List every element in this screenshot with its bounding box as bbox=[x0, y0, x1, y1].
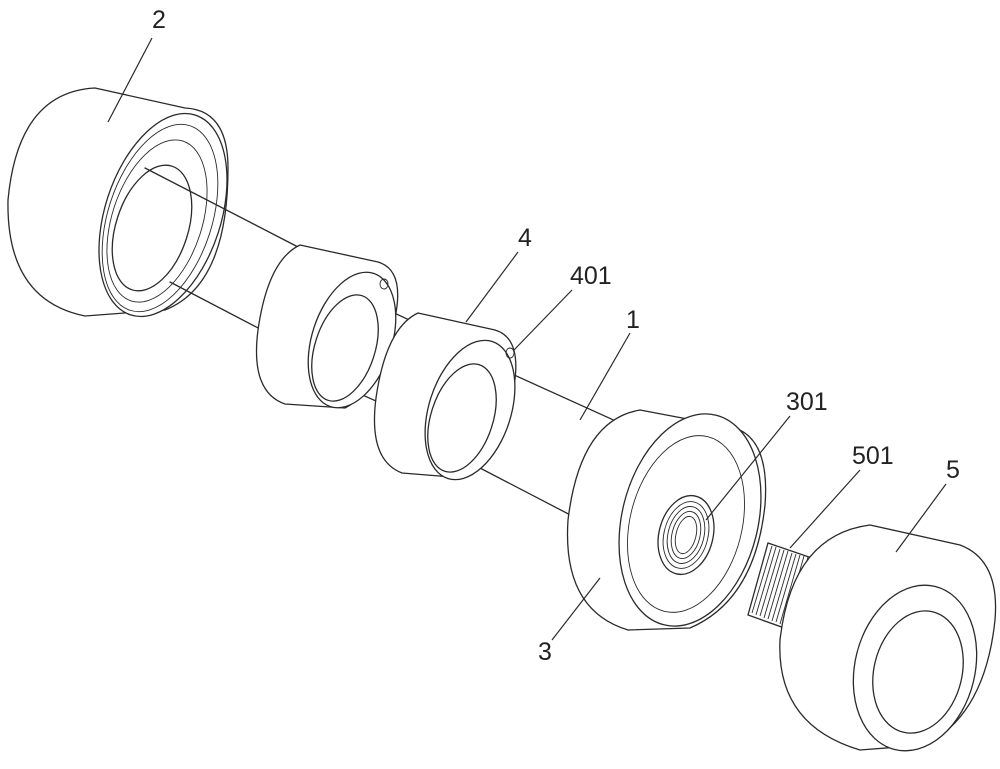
label-part-1: 1 bbox=[626, 306, 640, 334]
leader-3 bbox=[551, 577, 601, 641]
set-screw-hole bbox=[379, 278, 389, 290]
label-part-4: 4 bbox=[518, 224, 532, 252]
leader-2 bbox=[107, 37, 153, 123]
leader-1 bbox=[579, 332, 631, 421]
leader-401 bbox=[513, 289, 573, 351]
leader-301 bbox=[705, 415, 791, 521]
part-4-collar-front bbox=[373, 312, 517, 481]
leader-501 bbox=[789, 469, 861, 549]
part-labels: 2 4 401 1 301 501 5 3 bbox=[152, 6, 960, 666]
hole-401 bbox=[505, 347, 515, 359]
label-part-401: 401 bbox=[570, 262, 612, 290]
part-3-threaded-hub bbox=[566, 409, 767, 631]
label-part-5: 5 bbox=[946, 456, 960, 484]
label-part-501: 501 bbox=[852, 442, 894, 470]
part-4-collar-rear bbox=[255, 244, 399, 409]
label-part-3: 3 bbox=[538, 638, 552, 666]
leader-lines bbox=[107, 37, 947, 641]
label-part-2: 2 bbox=[152, 6, 166, 34]
label-part-301: 301 bbox=[786, 388, 828, 416]
part-5-end-cap bbox=[779, 524, 997, 752]
leader-5 bbox=[895, 483, 947, 553]
leader-4 bbox=[465, 251, 519, 323]
part-2-end-cap bbox=[7, 87, 229, 318]
